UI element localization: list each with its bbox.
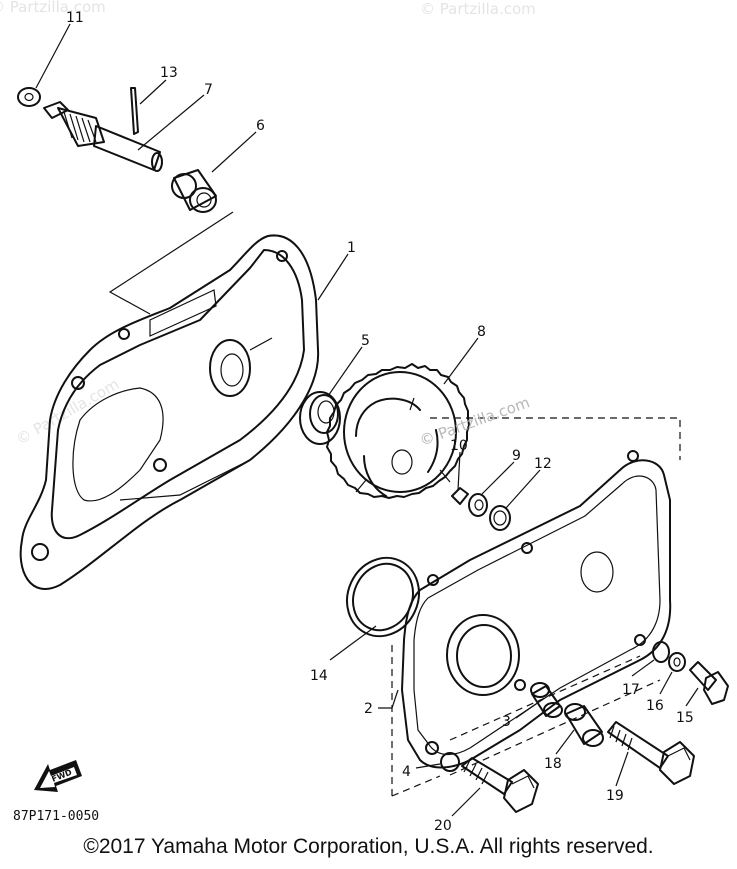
part-12-o-ring	[489, 505, 511, 531]
callout-17: 17	[622, 682, 640, 698]
part-5-oil-seal	[299, 391, 341, 445]
callout-4: 4	[402, 764, 411, 780]
diagram-code: 87P171-0050	[13, 809, 100, 824]
callout-2: 2	[364, 701, 373, 717]
part-15-bolt	[689, 661, 729, 705]
callout-18: 18	[544, 756, 562, 772]
part-4-washer	[440, 752, 460, 772]
callout-7: 7	[204, 82, 213, 98]
callout-8: 8	[477, 324, 486, 340]
callout-11: 11	[66, 10, 84, 26]
callout-1: 1	[347, 240, 356, 256]
callout-16: 16	[646, 698, 664, 714]
callout-12: 12	[534, 456, 552, 472]
part-10-circlip	[451, 487, 469, 505]
copyright-footer: ©2017 Yamaha Motor Corporation, U.S.A. A…	[83, 835, 654, 858]
part-13-pin	[130, 87, 139, 135]
alignment-line-shaft	[108, 211, 234, 315]
callout-6: 6	[256, 118, 265, 134]
part-18-collar	[564, 703, 604, 747]
watermark-left: © Partzilla.com	[13, 375, 122, 448]
callout-5: 5	[361, 333, 370, 349]
leader-lines	[35, 23, 699, 817]
callout-9: 9	[512, 448, 521, 464]
callout-20: 20	[434, 818, 452, 834]
alignment-dashed-lines	[391, 417, 681, 797]
part-11-washer	[17, 87, 41, 107]
watermark-top-right: © Partzilla.com	[420, 0, 536, 18]
part-9-washer	[468, 493, 488, 517]
callout-14: 14	[310, 668, 328, 684]
part-19-bolt	[607, 721, 695, 785]
watermark-center: © Partzilla.com	[417, 393, 532, 450]
callout-13: 13	[160, 65, 178, 81]
part-16-washer	[668, 652, 686, 672]
part-17-washer	[652, 641, 670, 663]
part-20-bolt	[461, 757, 539, 813]
part-7-worm-shaft	[43, 101, 163, 172]
callout-19: 19	[606, 788, 624, 804]
callout-3: 3	[502, 714, 511, 730]
fwd-arrow-icon: FWD	[34, 760, 82, 792]
callout-15: 15	[676, 710, 694, 726]
part-1-case-cover	[19, 234, 320, 590]
part-6-bushing	[171, 169, 217, 213]
part-14-o-ring	[346, 556, 420, 638]
part-8-gear	[326, 363, 470, 499]
watermark-top-left: © Partzilla.com	[0, 0, 106, 16]
part-2-cover-plate	[401, 450, 672, 769]
part-3-dowel	[530, 682, 563, 718]
callout-10: 10	[450, 438, 468, 454]
